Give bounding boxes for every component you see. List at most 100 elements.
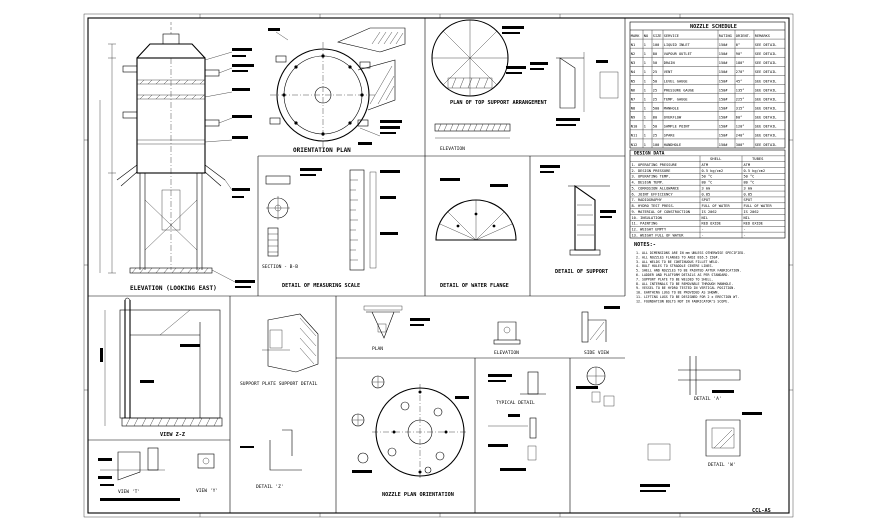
detail-w-title: DETAIL 'W': [708, 462, 736, 468]
nozzle-header-cell: RATING: [719, 34, 732, 38]
design-table-cell: 4. DESIGN TEMP.: [632, 181, 664, 185]
nozzle-header-cell: SERVICE: [664, 34, 679, 38]
note-item: 8. ALL INTERNALS TO BE REMOVABLE THROUGH…: [636, 282, 733, 286]
nozzle-table-cell: 150#: [719, 79, 728, 83]
nozzle-table-cell: VENT: [664, 70, 673, 74]
nozzle-table-cell: 315°: [736, 106, 745, 110]
panel-dividers: [88, 18, 626, 513]
design-table-cell: 5. CORROSION ALLOWANCE: [632, 186, 680, 190]
nozzle-table-cell: N8: [631, 106, 635, 110]
nozzle-header-cell: REMARKS: [755, 34, 770, 38]
plan-elevation-drawing: PLAN ELEVATION SIDE VIEW: [363, 305, 620, 356]
note-item: 10. EARTHING LUGS TO BE PROVIDED AS SHOW…: [636, 291, 719, 295]
design-table-cell: 2. DESIGN PRESSURE: [632, 169, 671, 173]
design-table-cell: IS 2062: [744, 210, 759, 214]
design-table-cell: 1. OPERATING PRESSURE: [632, 163, 677, 167]
nozzle-table-cell: 150#: [719, 97, 728, 101]
design-table-cell: -: [744, 233, 746, 237]
nozzle-table-cell: SEE DETAIL: [755, 97, 777, 101]
support-plate-title: SUPPORT PLATE SUPPORT DETAIL: [240, 381, 318, 387]
nozzle-table-cell: 1: [644, 43, 646, 47]
view-t-title: VIEW 'T': [118, 489, 140, 495]
design-table-cell: 80 °C: [744, 181, 755, 185]
nozzle-table-cell: N2: [631, 52, 635, 56]
support-plate-drawing: SUPPORT PLATE SUPPORT DETAIL DETAIL 'Z': [240, 313, 319, 490]
design-table-cell: 7. RADIOGRAPHY: [632, 198, 663, 202]
nozzle-table-cell: 1: [644, 70, 646, 74]
design-table-cell: 0.5 kg/cm2: [744, 169, 766, 173]
nozzle-table-cell: SEE DETAIL: [755, 143, 777, 147]
nozzle-table-cell: 100: [653, 43, 660, 47]
note-item: 9. VESSEL TO BE HYDRO TESTED IN VERTICAL…: [636, 286, 735, 290]
nozzle-table-cell: SEE DETAIL: [755, 70, 777, 74]
design-table-cell: NIL: [744, 216, 751, 220]
nozzle-table-cell: 1: [644, 125, 646, 129]
nozzle-table-cell: 150#: [719, 70, 728, 74]
design-header-cell: SHELL: [710, 156, 722, 161]
design-table-cell: -: [702, 233, 704, 237]
nozzle-table-cell: 60°: [736, 116, 743, 120]
nozzle-table-cell: 180°: [736, 61, 745, 65]
note-item: 5. SHELL AND NOZZLES TO BE PAINTED AFTER…: [636, 269, 741, 273]
design-table-cell: -: [702, 228, 704, 232]
nozzle-table-cell: 50: [653, 125, 657, 129]
nozzle-table-cell: HANDHOLE: [664, 143, 681, 147]
design-table-cell: ATM: [702, 163, 709, 167]
nozzle-table-cell: 1: [644, 61, 646, 65]
view-zz-title: VIEW Z-Z: [160, 432, 185, 438]
design-table-cell: SPOT: [744, 198, 753, 202]
nozzle-table-cell: 270°: [736, 70, 745, 74]
support-detail-drawing: DETAIL OF SUPPORT: [540, 165, 616, 275]
design-table-cell: 50 °C: [702, 175, 713, 179]
section-bb-label: SECTION - B-B: [262, 264, 298, 270]
nozzle-table-cell: 80: [653, 52, 657, 56]
design-table-cell: 8. HYDRO TEST PRESS.: [632, 204, 675, 208]
nozzle-table-cell: DRAIN: [664, 61, 675, 65]
nozzle-table-cell: N9: [631, 116, 635, 120]
plan-title: PLAN: [372, 346, 383, 352]
nozzle-table-cell: SPARE: [664, 134, 675, 138]
detail-z-title: DETAIL 'Z': [256, 484, 284, 490]
nozzle-table-cell: N4: [631, 70, 635, 74]
elevation-callouts: [232, 48, 255, 288]
design-table-cell: FULL OF WATER: [702, 204, 731, 208]
design-table-cell: 6. JOINT EFFICIENCY: [632, 192, 674, 196]
note-item: 12. FOUNDATION BOLTS NOT IN FABRICATOR'S…: [636, 299, 729, 303]
side-view-title: SIDE VIEW: [584, 350, 609, 356]
design-table-cell: FULL OF WATER: [744, 204, 773, 208]
nozzle-table-cell: 1: [644, 134, 646, 138]
design-table-cell: -: [744, 228, 746, 232]
nozzle-table-cell: N6: [631, 88, 635, 92]
design-table-cell: 3 mm: [702, 186, 711, 190]
design-table-cell: 3 mm: [744, 186, 753, 190]
nozzle-table-cell: N3: [631, 61, 635, 65]
nozzle-table-cell: 1: [644, 106, 646, 110]
nozzle-table-cell: 25: [653, 70, 657, 74]
top-support-plan-drawing: PLAN OF TOP SUPPORT ARRANGEMENT ELEVATIO…: [431, 19, 619, 152]
nozzle-schedule-title: NOZZLE SCHEDULE: [690, 24, 737, 30]
note-item: 1. ALL DIMENSIONS ARE IN mm UNLESS OTHER…: [636, 251, 745, 255]
nozzle-plan-drawing: NOZZLE PLAN ORIENTATION: [351, 375, 469, 498]
nozzle-table-cell: 500: [653, 106, 660, 110]
design-table-cell: 9. MATERIAL OF CONSTRUCTION: [632, 210, 690, 214]
nozzle-table-cell: 300°: [736, 143, 745, 147]
nozzle-table-cell: 225°: [736, 97, 745, 101]
detail-a-w-drawing: DETAIL 'A' DETAIL 'W': [576, 356, 762, 492]
nozzle-table-cell: 25: [653, 134, 657, 138]
note-item: 4. BOLT HOLES TO STRADDLE CENTRE LINES.: [636, 264, 713, 268]
water-flange-title: DETAIL OF WATER FLANGE: [440, 283, 509, 289]
nozzle-table-cell: SEE DETAIL: [755, 61, 777, 65]
orientation-plan-drawing: ORIENTATION PLAN: [268, 27, 406, 154]
design-table-cell: 11. PAINTING: [632, 222, 658, 226]
view-t-y-drawing: VIEW 'T' VIEW 'Y': [98, 447, 218, 501]
design-table-cell: 13. WEIGHT FULL OF WATER: [632, 233, 685, 237]
view-zz-drawing: VIEW Z-Z: [100, 297, 223, 438]
design-table-cell: 12. WEIGHT EMPTY: [632, 228, 667, 232]
typical-detail-title: TYPICAL DETAIL: [496, 400, 535, 406]
nozzle-table-cell: 240°: [736, 134, 745, 138]
design-table-cell: 0.5 kg/cm2: [702, 169, 724, 173]
design-table-cell: NIL: [702, 216, 709, 220]
nozzle-table-cell: 150#: [719, 106, 728, 110]
